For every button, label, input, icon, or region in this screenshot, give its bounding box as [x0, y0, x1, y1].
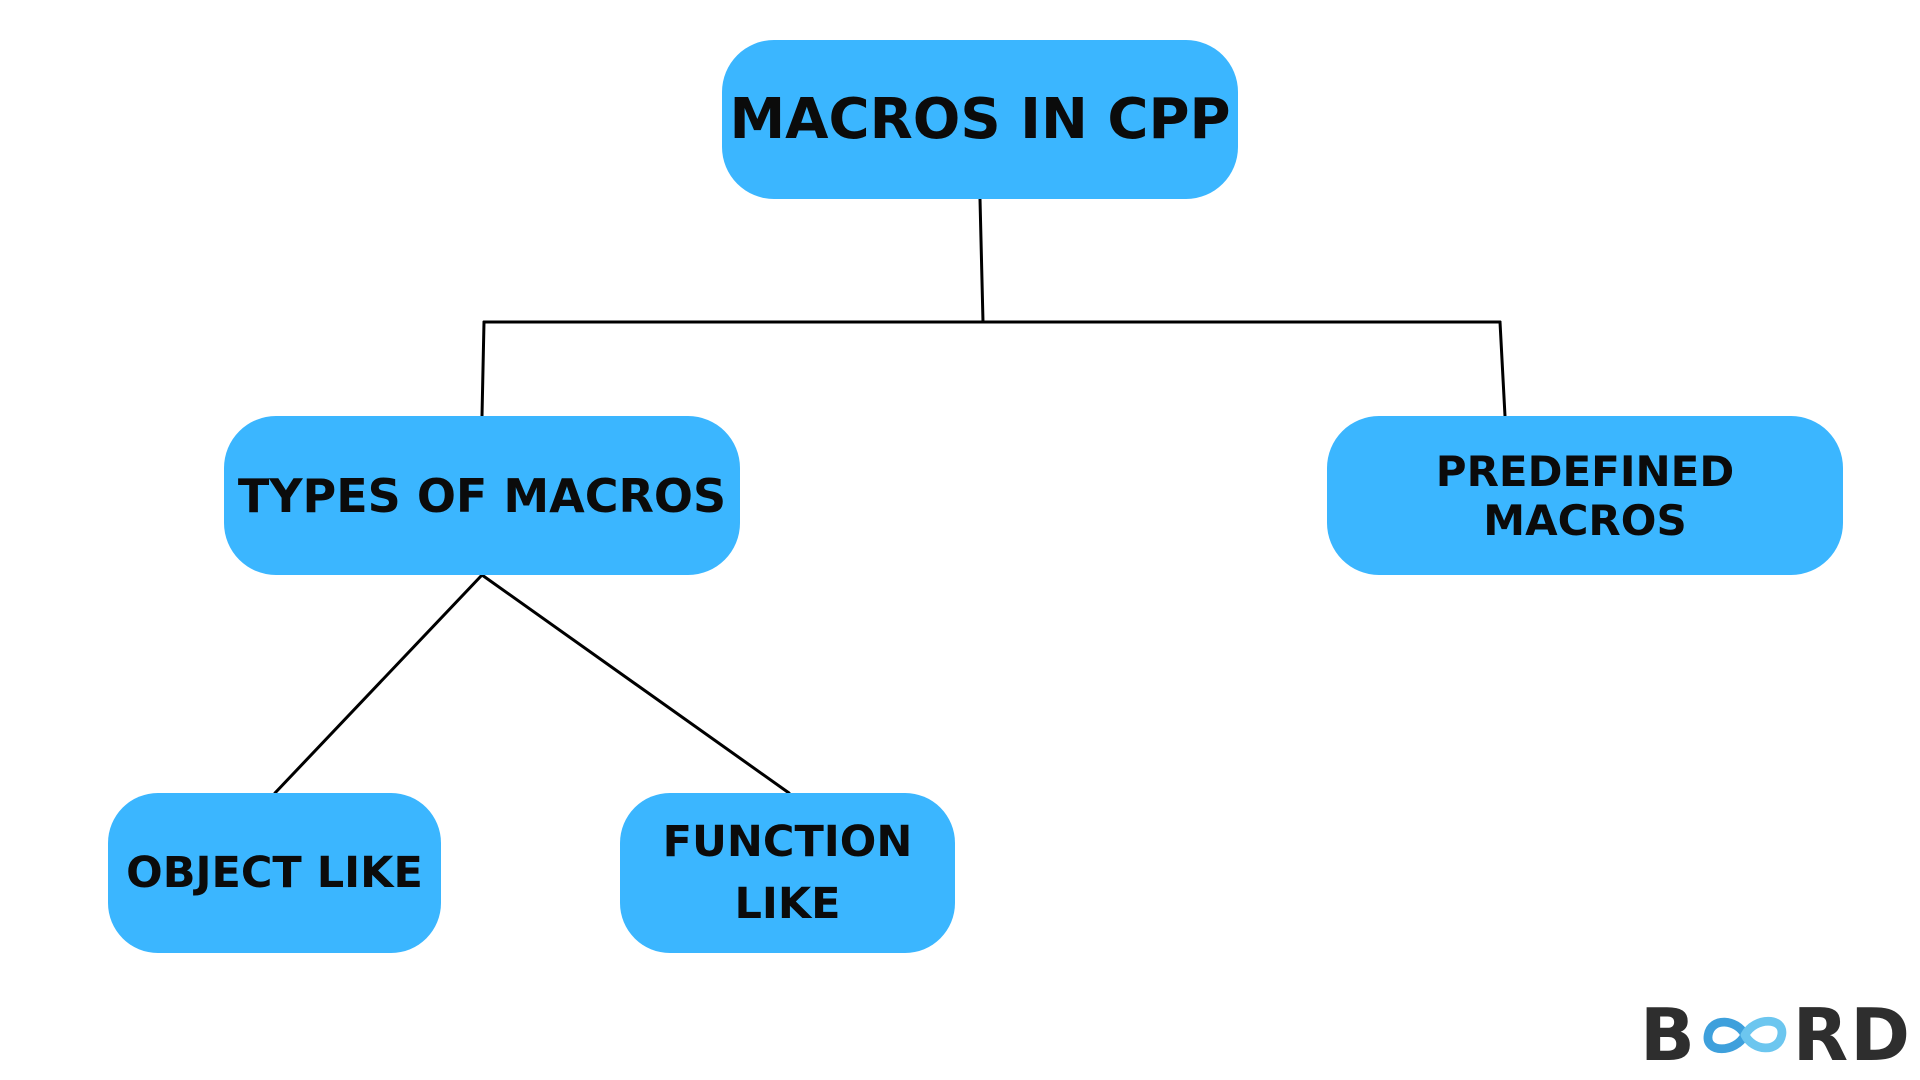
connector-to-types [480, 320, 486, 418]
connector-to-predefined [1498, 320, 1507, 418]
node-label: MACROS IN CPP [729, 87, 1231, 152]
connector-to-function-like [480, 573, 791, 795]
node-label-line-1: FUNCTION [662, 817, 913, 867]
node-label: OBJECT LIKE [126, 848, 423, 898]
logo-letter-b: B [1640, 993, 1697, 1077]
connector-to-object-like [273, 573, 484, 795]
node-function-like: FUNCTION LIKE [620, 793, 955, 953]
node-types-of-macros: TYPES OF MACROS [224, 416, 740, 575]
node-label: TYPES OF MACROS [237, 468, 727, 523]
node-predefined-macros: PREDEFINED MACROS [1327, 416, 1843, 575]
node-macros-in-cpp: MACROS IN CPP [722, 40, 1238, 199]
node-label: PREDEFINED MACROS [1435, 446, 1735, 545]
logo-letter-d: D [1850, 993, 1912, 1077]
board-logo: B R D [1640, 993, 1912, 1077]
node-object-like: OBJECT LIKE [108, 793, 441, 953]
connector-root-vertical [978, 197, 985, 324]
infinity-loop-icon [1703, 1016, 1786, 1054]
logo-letter-r: R [1792, 993, 1851, 1077]
node-label-line-2: LIKE [734, 879, 841, 929]
node-label: FUNCTION LIKE [663, 811, 913, 935]
